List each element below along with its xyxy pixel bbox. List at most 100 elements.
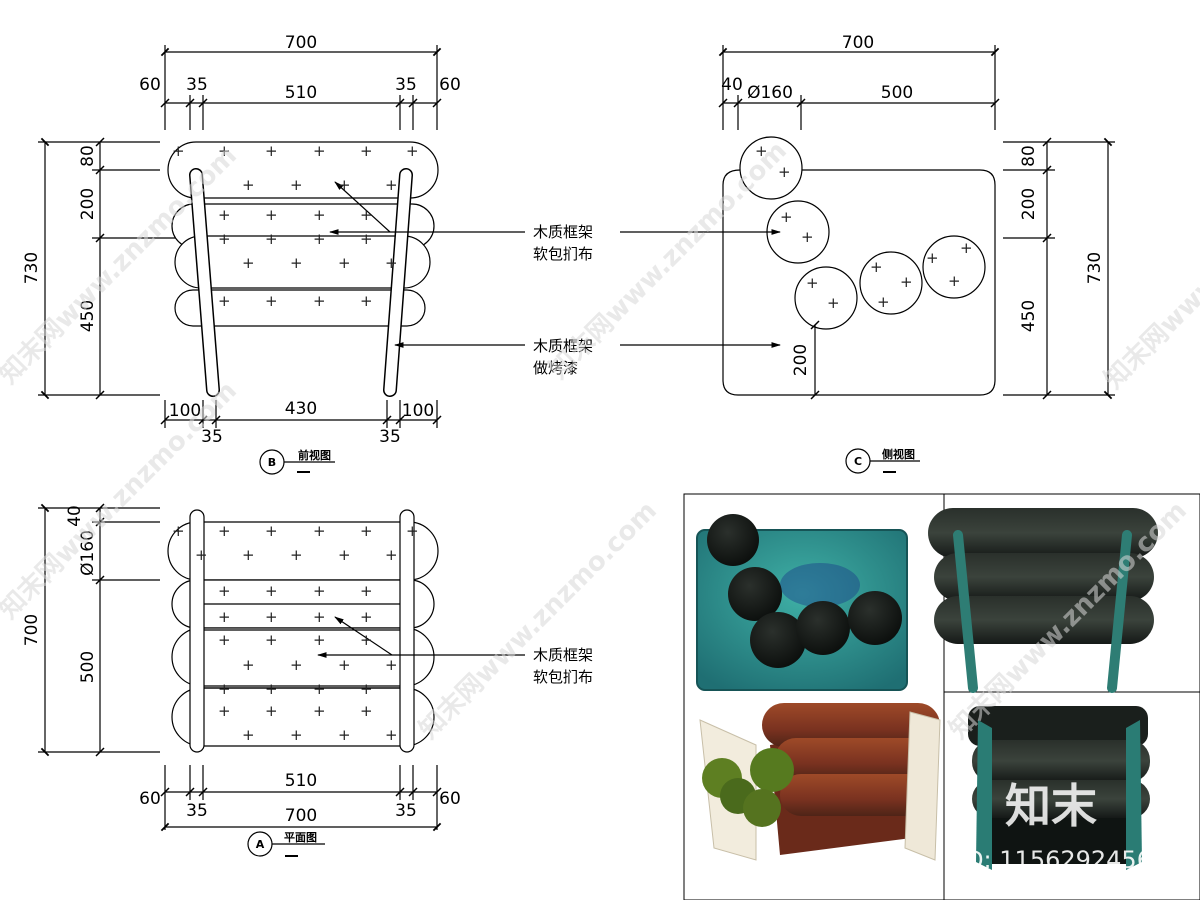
side-dim-700: 700 bbox=[842, 33, 874, 53]
render-front-dark bbox=[928, 508, 1158, 693]
svg-text:+: + bbox=[360, 206, 373, 224]
svg-text:+: + bbox=[195, 546, 208, 564]
plan-dim-510: 510 bbox=[285, 771, 317, 791]
side-title-text: 侧视图 bbox=[882, 447, 915, 461]
plan-dim-700-depth: 700 bbox=[22, 614, 42, 646]
front-note-frame-1: 木质框架 bbox=[533, 337, 593, 355]
svg-text:+: + bbox=[385, 254, 398, 272]
plan-title-text: 平面图 bbox=[284, 831, 317, 844]
svg-text:+: + bbox=[338, 546, 351, 564]
front-note-frame-2: 做烤漆 bbox=[533, 359, 578, 377]
svg-text:+: + bbox=[338, 656, 351, 674]
plan-dim-700-width: 700 bbox=[285, 806, 317, 826]
render-back-dark bbox=[968, 706, 1150, 870]
front-note-upholstery-2: 软包扪布 bbox=[533, 245, 593, 263]
front-dim-200: 200 bbox=[78, 188, 98, 220]
svg-text:+: + bbox=[218, 230, 231, 248]
front-title-letter: B bbox=[268, 456, 276, 469]
plan-view-plus-marks: + + + + + + + + + + + + + + + + + + + + + + + + + + +… bbox=[172, 522, 419, 744]
svg-text:+: + bbox=[313, 680, 326, 698]
svg-text:+: + bbox=[338, 176, 351, 194]
svg-text:+: + bbox=[265, 292, 278, 310]
svg-text:+: + bbox=[265, 702, 278, 720]
front-dim-35-left: 35 bbox=[186, 75, 208, 95]
side-view-plus-marks: ++ ++ ++ ++ ++ ++ bbox=[755, 142, 973, 312]
front-dim-510: 510 bbox=[285, 83, 317, 103]
front-dim-430: 430 bbox=[285, 399, 317, 419]
svg-text:+: + bbox=[218, 608, 231, 626]
plan-dim-35-right: 35 bbox=[395, 801, 417, 821]
svg-text:+: + bbox=[265, 680, 278, 698]
side-dim-500: 500 bbox=[881, 83, 913, 103]
svg-text:+: + bbox=[290, 546, 303, 564]
svg-text:+: + bbox=[218, 582, 231, 600]
svg-text:+: + bbox=[360, 522, 373, 540]
svg-text:+: + bbox=[385, 656, 398, 674]
svg-text:+: + bbox=[338, 254, 351, 272]
svg-text:+: + bbox=[313, 206, 326, 224]
front-title-text: 前视图 bbox=[298, 448, 331, 462]
plan-view bbox=[38, 503, 525, 857]
svg-text:+: + bbox=[313, 230, 326, 248]
svg-text:+: + bbox=[218, 206, 231, 224]
svg-text:+: + bbox=[360, 702, 373, 720]
side-view bbox=[620, 45, 1115, 474]
plan-dim-500: 500 bbox=[78, 651, 98, 683]
side-dim-730: 730 bbox=[1085, 252, 1105, 284]
svg-text:+: + bbox=[360, 292, 373, 310]
svg-text:+: + bbox=[948, 272, 961, 290]
svg-text:+: + bbox=[926, 249, 939, 267]
svg-text:+: + bbox=[218, 631, 231, 649]
svg-text:+: + bbox=[385, 726, 398, 744]
svg-text:+: + bbox=[960, 239, 973, 257]
front-note-upholstery-1: 木质框架 bbox=[533, 223, 593, 241]
render-side-teal bbox=[696, 514, 908, 691]
front-dim-35-bottom-left: 35 bbox=[201, 427, 223, 447]
svg-text:+: + bbox=[218, 680, 231, 698]
svg-text:+: + bbox=[806, 274, 819, 292]
plan-dim-35-left: 35 bbox=[186, 801, 208, 821]
svg-text:+: + bbox=[172, 142, 185, 160]
svg-text:+: + bbox=[360, 582, 373, 600]
svg-text:+: + bbox=[313, 702, 326, 720]
side-dim-40: 40 bbox=[721, 75, 743, 95]
watermark-text-4: 知末网www.znzmo.com bbox=[414, 496, 663, 745]
svg-text:+: + bbox=[313, 608, 326, 626]
svg-text:+: + bbox=[360, 230, 373, 248]
plan-view-labels: 40 Ø160 500 700 60 35 510 35 60 700 木质框架… bbox=[22, 505, 593, 851]
svg-text:+: + bbox=[290, 254, 303, 272]
svg-text:+: + bbox=[313, 522, 326, 540]
svg-text:+: + bbox=[780, 208, 793, 226]
svg-text:+: + bbox=[870, 258, 883, 276]
svg-text:+: + bbox=[406, 142, 419, 160]
plan-title-letter: A bbox=[256, 838, 265, 851]
side-dim-80: 80 bbox=[1019, 145, 1039, 167]
svg-text:+: + bbox=[265, 582, 278, 600]
front-dim-35-bottom-right: 35 bbox=[379, 427, 401, 447]
svg-text:+: + bbox=[385, 176, 398, 194]
front-dim-60-left: 60 bbox=[139, 75, 161, 95]
svg-text:+: + bbox=[218, 292, 231, 310]
plan-note-upholstery-2: 软包扪布 bbox=[533, 668, 593, 686]
svg-text:+: + bbox=[338, 726, 351, 744]
svg-text:+: + bbox=[313, 582, 326, 600]
svg-text:+: + bbox=[801, 228, 814, 246]
svg-text:+: + bbox=[290, 176, 303, 194]
svg-text:+: + bbox=[406, 522, 419, 540]
front-dim-35-right: 35 bbox=[395, 75, 417, 95]
svg-text:+: + bbox=[242, 546, 255, 564]
watermark-id: ID: 1156292456 bbox=[958, 846, 1152, 874]
plan-dim-40: 40 bbox=[65, 505, 85, 527]
front-dim-80: 80 bbox=[78, 145, 98, 167]
front-view-plus-marks: ++ ++ ++ ++ ++ ++ ++ ++ ++ ++ ++ ++ ++ bbox=[172, 142, 419, 310]
plan-note-upholstery-1: 木质框架 bbox=[533, 646, 593, 664]
svg-text:+: + bbox=[265, 142, 278, 160]
front-dim-100-left: 100 bbox=[169, 401, 201, 421]
svg-text:+: + bbox=[313, 631, 326, 649]
svg-text:+: + bbox=[360, 680, 373, 698]
side-view-labels: 700 40 Ø160 500 80 200 450 730 200 C 侧视图 bbox=[721, 33, 1105, 468]
render-photos bbox=[683, 493, 1200, 900]
watermark-text-6: 知末网www.znzmo.com bbox=[1099, 146, 1200, 395]
svg-text:+: + bbox=[265, 522, 278, 540]
